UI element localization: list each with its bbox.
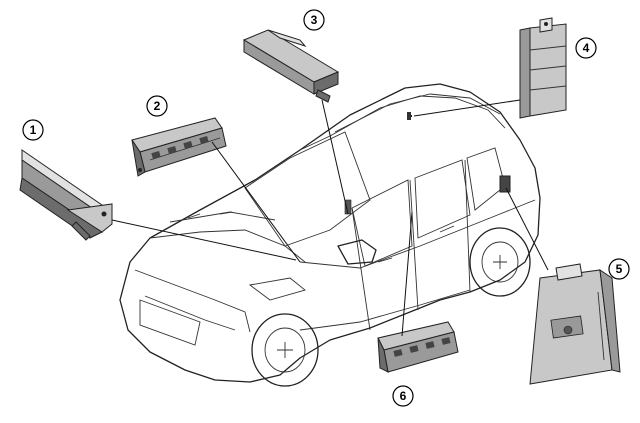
callout-5: 5: [608, 258, 630, 280]
callout-2: 2: [146, 95, 168, 117]
part-3-module: [242, 29, 340, 103]
leader-line-5: [505, 187, 549, 271]
leader-line-4: [413, 99, 521, 117]
part-5-module: [529, 263, 621, 385]
part-2-module: [131, 117, 227, 177]
part-6-module: [377, 321, 459, 373]
callout-6: 6: [392, 385, 414, 407]
leader-line-1: [111, 219, 297, 261]
part-4-module: [519, 17, 567, 119]
callout-label: 2: [154, 99, 161, 113]
vehicle-illustration: [119, 83, 541, 387]
callout-4: 4: [575, 37, 597, 59]
callout-label: 3: [311, 13, 318, 27]
callout-label: 5: [616, 262, 623, 276]
callout-label: 1: [30, 123, 37, 137]
leader-line-2: [211, 141, 301, 263]
leader-lines: [111, 99, 549, 337]
callout-label: 4: [583, 41, 590, 55]
part-1-module: [19, 149, 113, 241]
leader-line-3: [321, 99, 349, 215]
leader-line-6: [401, 211, 413, 337]
callout-1: 1: [22, 119, 44, 141]
callout-label: 6: [400, 389, 407, 403]
callout-3: 3: [303, 9, 325, 31]
